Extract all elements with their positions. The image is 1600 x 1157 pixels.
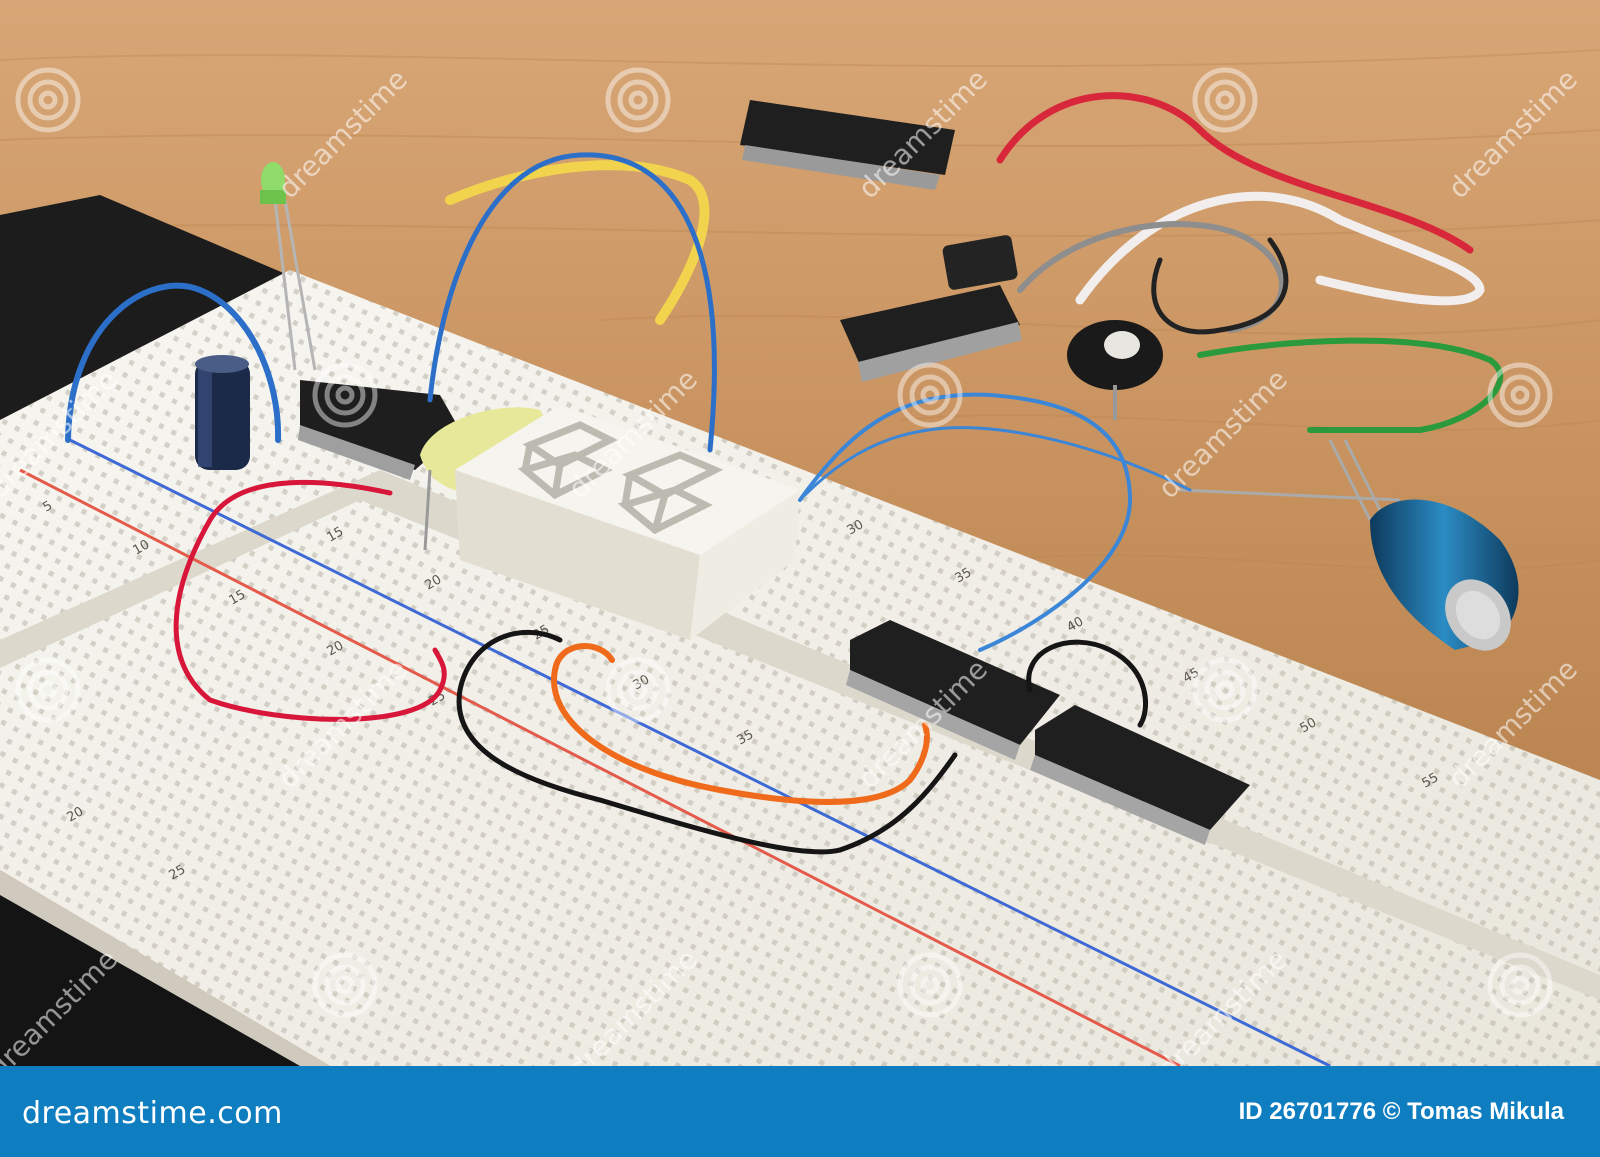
row-number: 20 — [325, 638, 347, 659]
watermark-spirals — [15, 67, 1553, 1018]
blue-jumper-left — [65, 282, 282, 443]
capacitor-icon — [1370, 499, 1519, 651]
led-icon — [260, 162, 317, 371]
black-jumper-chips — [1026, 639, 1148, 728]
chip-right-1 — [846, 620, 1060, 760]
row-number: 25 — [167, 862, 189, 883]
blue-wire-right-2 — [803, 426, 1192, 497]
red-wire — [173, 479, 447, 722]
breadboard-photo: 5 10 15 15 20 20 25 25 30 30 35 35 40 45… — [0, 0, 1600, 1066]
footer-credit: ID 26701776 © Tomas Mikula — [1238, 1098, 1564, 1125]
row-number: 35 — [953, 565, 975, 586]
row-number: 40 — [1065, 614, 1087, 635]
stock-footer: dreamstime.com ID 26701776 © Tomas Mikul… — [0, 1066, 1600, 1157]
row-number: 35 — [735, 727, 757, 748]
row-number: 45 — [1181, 665, 1203, 686]
orange-wire — [551, 643, 930, 805]
row-number: 55 — [1420, 770, 1442, 791]
chip-right-2 — [1030, 705, 1250, 845]
loose-green-wire — [1197, 337, 1504, 433]
chip-left — [298, 380, 460, 480]
seven-segment-display — [455, 405, 800, 640]
loose-chip-top — [740, 100, 955, 190]
loose-black-wire — [1151, 237, 1289, 335]
loose-chip-middle — [840, 285, 1022, 382]
small-chip — [942, 235, 1018, 290]
black-base — [0, 195, 300, 420]
row-number: 15 — [227, 587, 249, 608]
blue-wire-right — [798, 392, 1133, 652]
potentiometer-icon — [1067, 320, 1163, 420]
row-number: 50 — [1298, 715, 1320, 736]
row-number: 10 — [131, 537, 153, 558]
red-rail-line — [19, 468, 1181, 1066]
resistor-leads — [1179, 439, 1401, 521]
footer-brand[interactable]: dreamstime.com — [22, 1096, 283, 1131]
row-number: 30 — [631, 672, 653, 693]
segment-digits — [517, 421, 724, 535]
row-number: 25 — [427, 688, 449, 709]
row-number: 15 — [325, 524, 347, 545]
loose-white-wire — [1075, 191, 1485, 306]
board-capacitor — [195, 355, 250, 470]
black-wire — [456, 629, 958, 855]
loose-red-wire — [996, 92, 1474, 254]
blue-rail-line — [69, 438, 1331, 1066]
blue-wire-arch — [427, 152, 717, 453]
row-number: 20 — [423, 572, 445, 593]
row-number: 30 — [845, 517, 867, 538]
row-number: 20 — [65, 804, 87, 825]
